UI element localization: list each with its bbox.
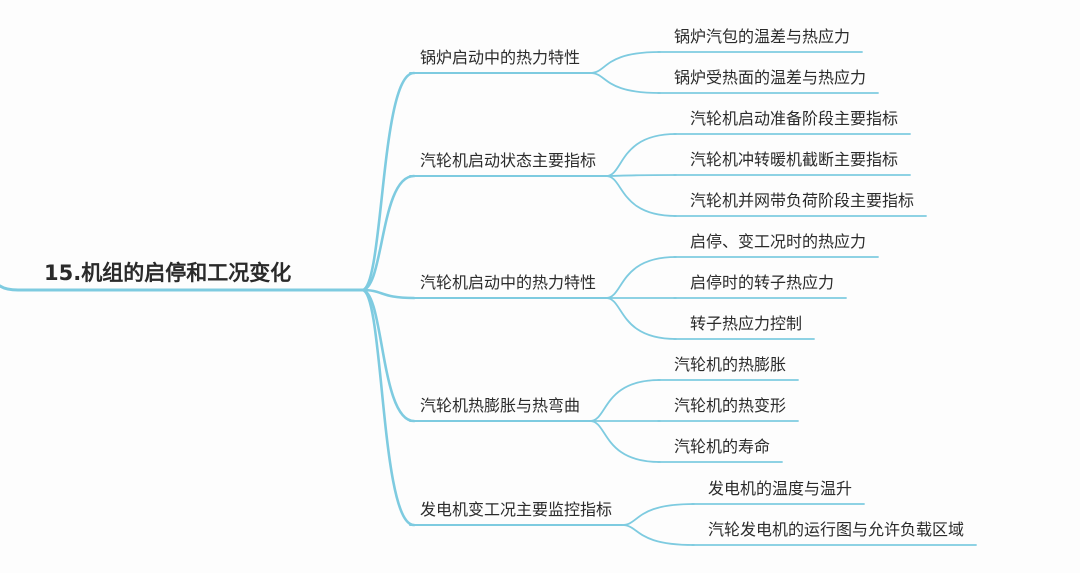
leaf-connector-3-1 — [605, 256, 677, 299]
leaf-connector-2-3 — [605, 175, 677, 217]
leaf-topic-4-1[interactable]: 汽轮机的热膨胀 — [674, 355, 787, 374]
leaf-topic-3-3[interactable]: 转子热应力控制 — [690, 314, 803, 333]
branch-topic-2[interactable]: 汽轮机启动状态主要指标 — [420, 151, 597, 170]
leaf-connector-5-2 — [621, 524, 695, 546]
branch-connector-3 — [360, 288, 416, 300]
leaf-topic-4-2[interactable]: 汽轮机的热变形 — [674, 396, 787, 415]
leaf-topic-2-3[interactable]: 汽轮机并网带负荷阶段主要指标 — [690, 191, 915, 210]
leaf-topic-1-2[interactable]: 锅炉受热面的温差与热应力 — [674, 68, 867, 87]
leaf-connector-2-1 — [605, 133, 677, 177]
branch-topic-1[interactable]: 锅炉启动中的热力特性 — [420, 48, 581, 67]
branch-topic-3[interactable]: 汽轮机启动中的热力特性 — [420, 273, 597, 292]
leaf-topic-4-3[interactable]: 汽轮机的寿命 — [674, 437, 771, 456]
branch-topic-4[interactable]: 汽轮机热膨胀与热弯曲 — [420, 396, 581, 415]
branch-connector-4 — [360, 288, 416, 423]
root-topic[interactable]: 15.机组的启停和工况变化 — [44, 261, 292, 285]
leaf-connector-1-2 — [589, 72, 661, 94]
leaf-connector-4-3 — [589, 420, 661, 463]
leaf-connector-4-1 — [589, 379, 661, 422]
leaf-topic-5-1[interactable]: 发电机的温度与温升 — [708, 479, 853, 498]
leaf-connector-1-1 — [589, 51, 661, 74]
leaf-connector-2-2 — [605, 174, 677, 177]
leaf-topic-2-2[interactable]: 汽轮机冲转暖机截断主要指标 — [690, 150, 899, 169]
root-underline — [0, 284, 364, 292]
leaf-topic-3-1[interactable]: 启停、变工况时的热应力 — [690, 232, 867, 251]
leaf-topic-3-2[interactable]: 启停时的转子热应力 — [690, 273, 835, 292]
leaf-topic-2-1[interactable]: 汽轮机启动准备阶段主要指标 — [690, 109, 899, 128]
branch-connector-1 — [360, 71, 416, 292]
leaf-topic-1-1[interactable]: 锅炉汽包的温差与热应力 — [674, 27, 851, 46]
branch-topic-5[interactable]: 发电机变工况主要监控指标 — [420, 500, 613, 519]
branch-connector-5 — [360, 288, 416, 527]
branch-connector-2 — [360, 174, 416, 292]
leaf-connector-5-1 — [621, 503, 695, 526]
leaf-topic-5-2[interactable]: 汽轮发电机的运行图与允许负载区域 — [708, 520, 965, 539]
leaf-connector-3-3 — [605, 297, 677, 340]
